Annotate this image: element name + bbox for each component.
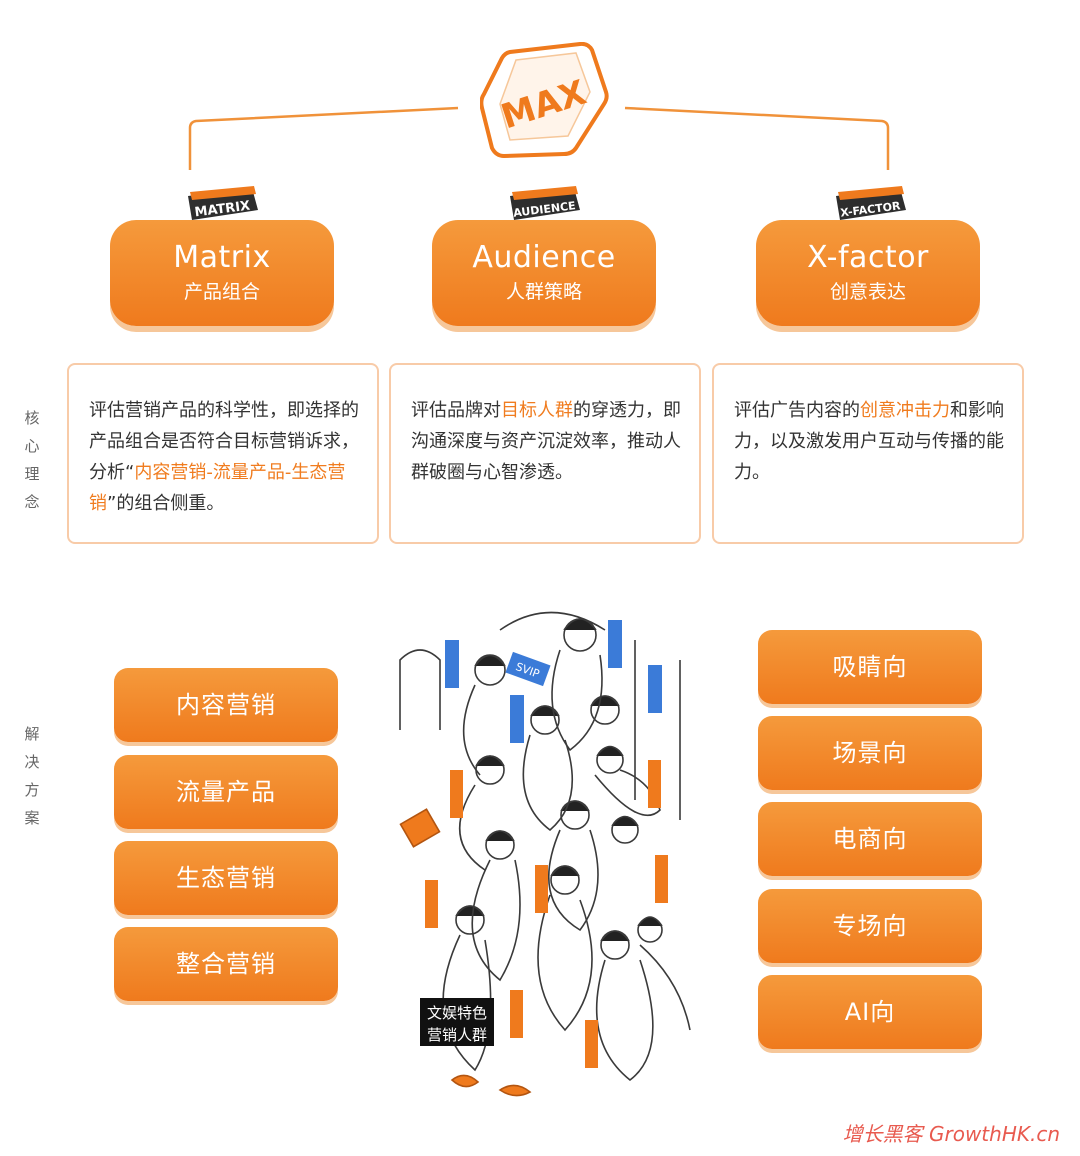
pillar-title-en: Audience <box>472 240 616 275</box>
pillar-audience: Audience 人群策略 <box>432 220 656 326</box>
direction-ecommerce: 电商向 <box>758 802 982 876</box>
highlight-text: 内容营销-流量产品-生态营销 <box>89 462 346 514</box>
pillar-title-en: Matrix <box>173 240 271 275</box>
pillar-title-zh: 产品组合 <box>183 281 260 303</box>
pillar-title-zh: 人群策略 <box>505 281 582 303</box>
matrix-badge: MATRIX <box>182 186 262 222</box>
illustration-caption-2: 营销人群 <box>427 1026 487 1044</box>
crowd-illustration: SVIP 文娱特色 营销人群 <box>380 600 725 1110</box>
watermark: 增长黑客 GrowthHK.cn <box>842 1122 1060 1146</box>
x-factor-badge: X-FACTOR <box>830 186 910 222</box>
max-logo: MAX <box>479 41 610 160</box>
description-matrix: 评估营销产品的科学性，即选择的产品组合是否符合目标营销诉求，分析“内容营销-流量… <box>67 363 379 544</box>
pillar-title-zh: 创意表达 <box>829 281 906 303</box>
audience-badge: AUDIENCE <box>504 186 584 222</box>
description-x-factor: 评估广告内容的创意冲击力和影响力，以及激发用户互动与传播的能力。 <box>712 363 1024 544</box>
highlight-text: 目标人群 <box>501 400 573 421</box>
solution-content-marketing: 内容营销 <box>114 668 338 742</box>
side-label-solution: 解决方案 <box>24 725 40 827</box>
illustration-caption-1: 文娱特色 <box>427 1004 487 1022</box>
pillar-x-factor: X-factor 创意表达 <box>756 220 980 326</box>
direction-scenario: 场景向 <box>758 716 982 790</box>
direction-ai: AI向 <box>758 975 982 1049</box>
direction-special-event: 专场向 <box>758 889 982 963</box>
description-audience: 评估品牌对目标人群的穿透力，即沟通深度与资产沉淀效率，推动人群破圈与心智渗透。 <box>389 363 701 544</box>
solution-traffic-products: 流量产品 <box>114 755 338 829</box>
side-label-core: 核心理念 <box>24 409 40 511</box>
solution-integrated-marketing: 整合营销 <box>114 927 338 1001</box>
direction-eye-catching: 吸睛向 <box>758 630 982 704</box>
solution-ecosystem-marketing: 生态营销 <box>114 841 338 915</box>
svg-text:MATRIX: MATRIX <box>194 199 251 221</box>
highlight-text: 创意冲击力 <box>860 400 950 421</box>
pillar-title-en: X-factor <box>807 240 929 275</box>
pillar-matrix: Matrix 产品组合 <box>110 220 334 326</box>
